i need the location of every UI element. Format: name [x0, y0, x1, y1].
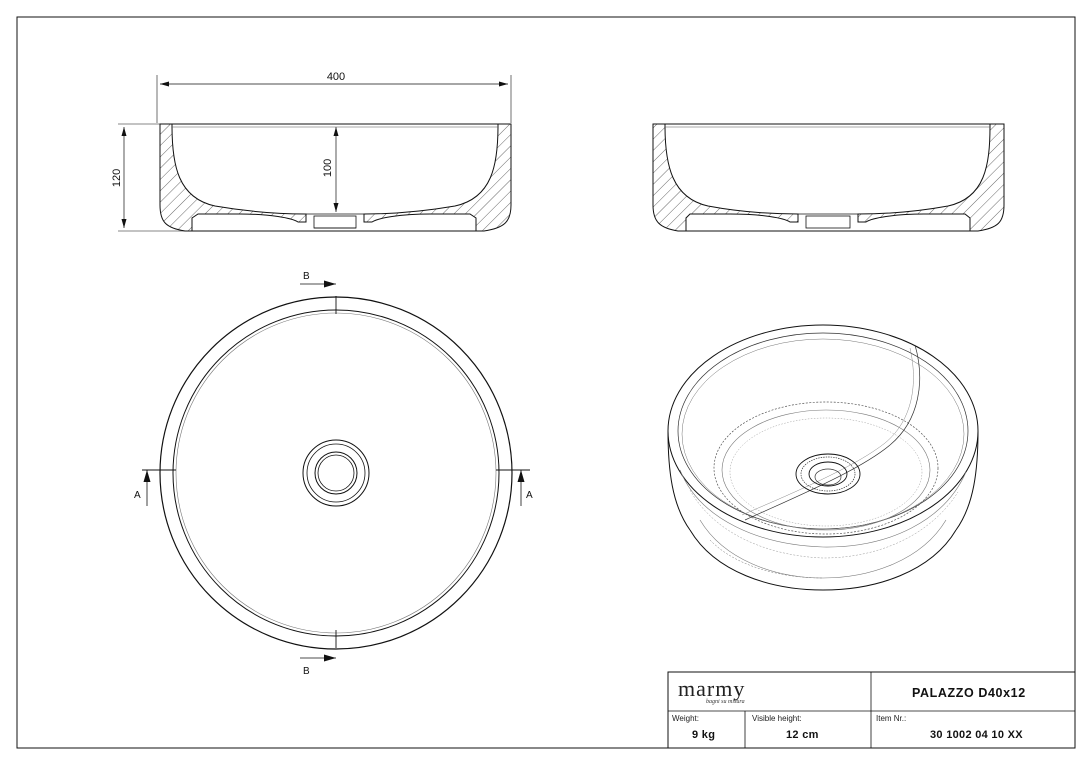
- section-label-b-top: B: [303, 271, 310, 282]
- iso-rim-outer: [667, 324, 979, 538]
- iso-base-outline: [689, 529, 957, 591]
- section-view-a: 400 120 100: [111, 71, 512, 232]
- section-label-a-right: A: [526, 490, 533, 501]
- title-block-frame: [667, 671, 1076, 749]
- outer-rim-circle: [159, 296, 513, 650]
- section-wall-right-b: [857, 123, 1005, 232]
- height-dimension-text: 120: [111, 169, 123, 187]
- drain-outer-circle: [302, 439, 370, 507]
- product-name: PALAZZO D40x12: [912, 686, 1026, 700]
- section-wall-right: [363, 123, 512, 232]
- top-view: B B A A: [134, 271, 533, 677]
- isometric-view: [667, 324, 979, 591]
- weight-label: Weight:: [672, 714, 699, 723]
- sheet-border: [16, 16, 1076, 749]
- section-view-b: [652, 123, 1005, 232]
- inner-rim-circle: [172, 309, 500, 637]
- drain-inner-circle: [314, 451, 358, 495]
- visible-height-value: 12 cm: [786, 729, 819, 741]
- section-label-b-bottom: B: [303, 666, 310, 677]
- brand-tagline: bagni su misura: [706, 699, 745, 705]
- item-nr-value: 30 1002 04 10 XX: [930, 729, 1023, 741]
- section-wall-left-b: [652, 123, 799, 232]
- iso-drain-inner: [808, 461, 848, 487]
- visible-height-label: Visible height:: [752, 714, 802, 723]
- iso-drain-outer: [795, 453, 861, 495]
- item-nr-label: Item Nr.:: [876, 714, 907, 723]
- width-dimension-text: 400: [327, 71, 345, 83]
- section-label-a-left: A: [134, 490, 141, 501]
- brand-logo: marmy: [678, 676, 746, 701]
- depth-dimension-text: 100: [322, 159, 334, 177]
- section-wall-left: [159, 123, 307, 232]
- weight-value: 9 kg: [692, 729, 716, 741]
- iso-bowl-floor: [713, 401, 939, 535]
